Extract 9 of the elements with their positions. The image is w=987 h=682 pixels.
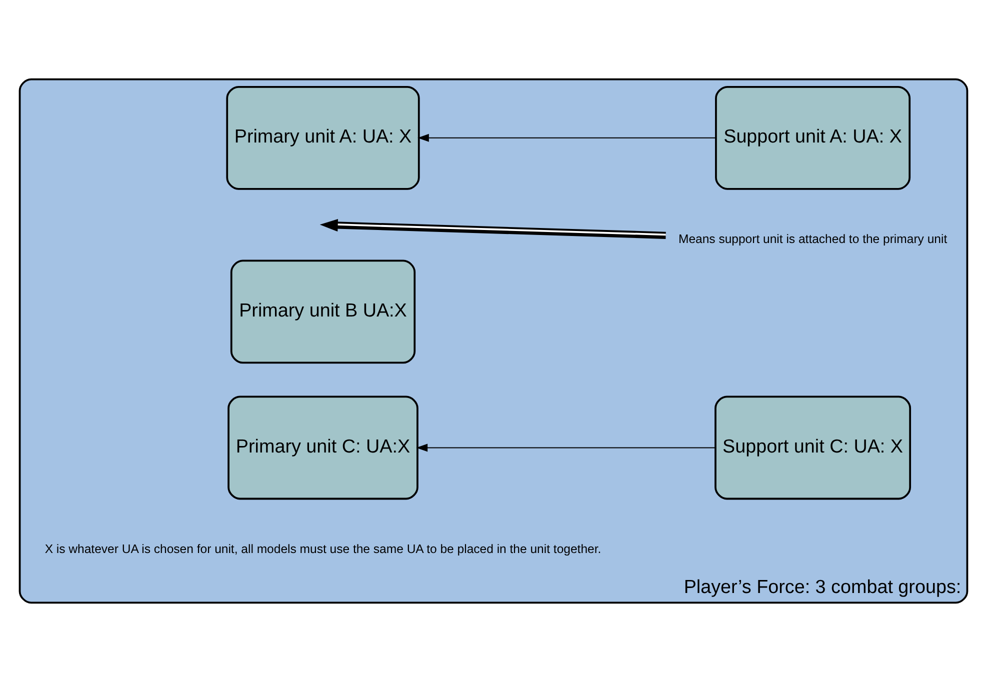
node-box: Primary unit A: UA: X — [226, 86, 420, 190]
node-box: Support unit C: UA: X — [714, 396, 912, 500]
label: X is whatever UA is chosen for unit, all models must use the same UA to be placed in the unit together. — [44, 542, 602, 556]
node-text: Means support unit is attached to the primary unit — [678, 232, 948, 246]
node-box: Support unit A: UA: X — [715, 86, 911, 190]
arrow — [416, 444, 716, 452]
node-box: Primary unit B UA:X — [230, 260, 416, 364]
arrow — [418, 134, 716, 142]
node-box: Primary unit C: UA:X — [228, 396, 418, 500]
